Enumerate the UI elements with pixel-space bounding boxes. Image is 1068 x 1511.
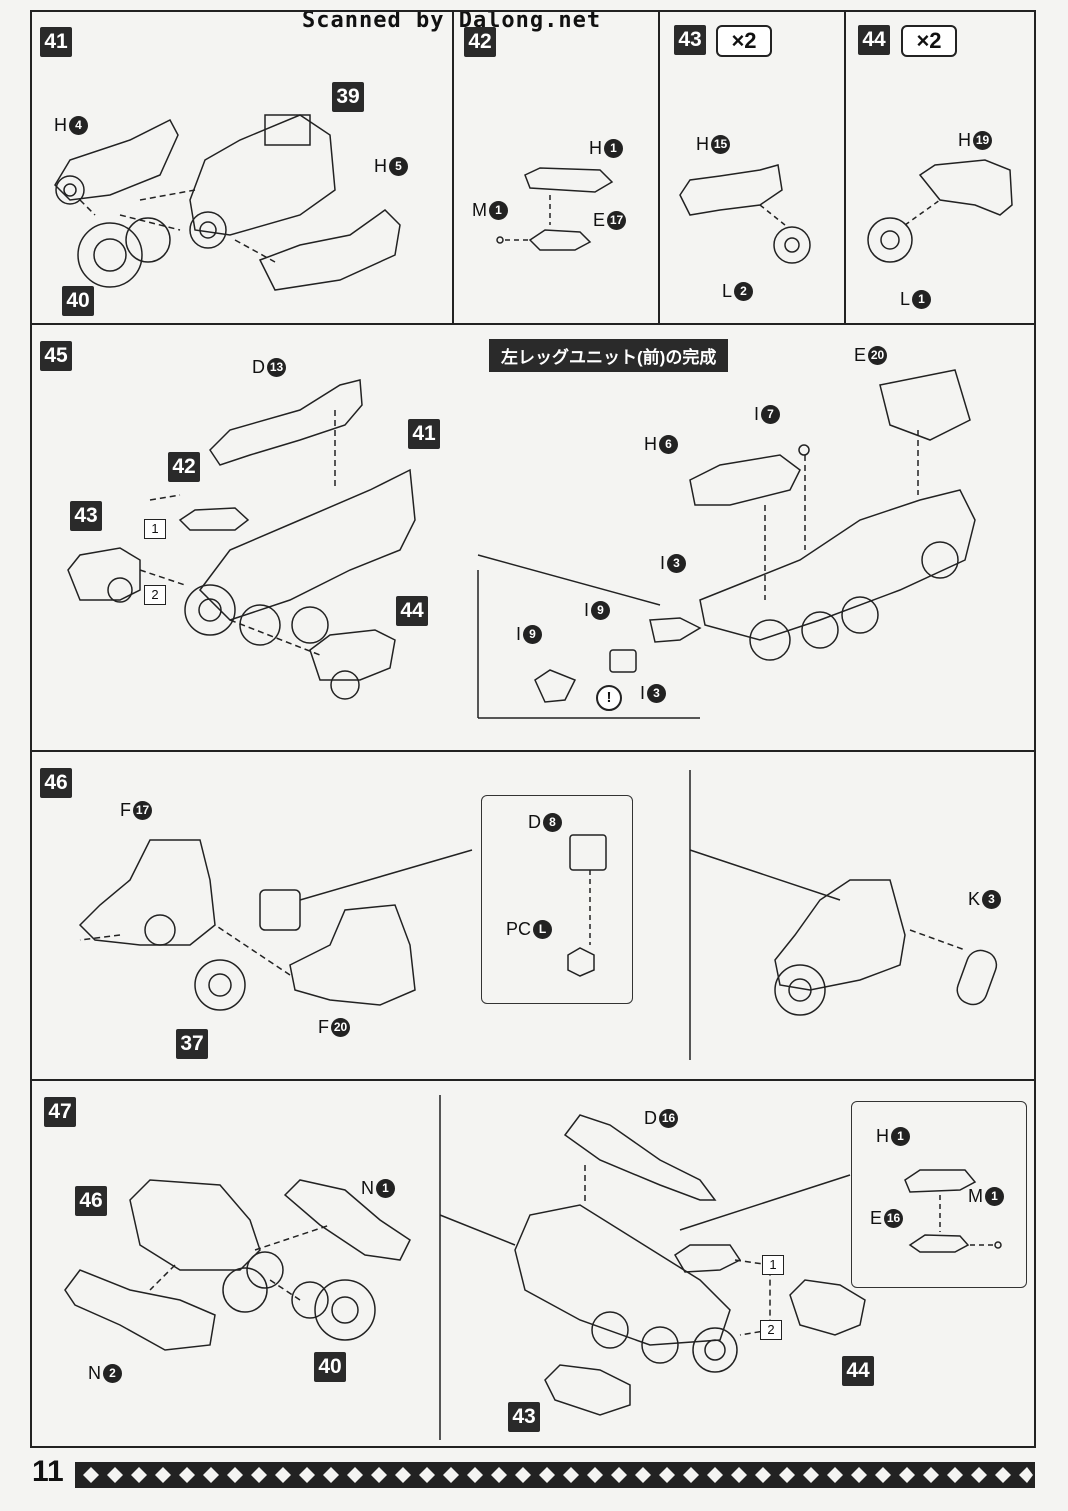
completion-banner: 左レッグユニット(前)の完成 [489,339,729,372]
ref-step-40-b: 40 [314,1352,346,1382]
ref-step-40: 40 [62,286,94,316]
ref-step-46: 46 [75,1186,107,1216]
page-frame [30,10,1036,1448]
ref-step-44-b: 44 [842,1356,874,1386]
step-number-46: 46 [40,768,72,798]
order-marker-2-b: 2 [760,1320,782,1340]
step-number-43: 43 [674,25,706,55]
step-number-47: 47 [44,1097,76,1127]
caution-icon: ! [596,685,622,711]
step-number-44: 44 [858,25,890,55]
quantity-badge-43: ×2 [716,25,772,57]
row-divider-1 [30,323,1036,325]
page-number: 11 [32,1455,64,1488]
step-number-45: 45 [40,341,72,371]
step-number-41: 41 [40,27,72,57]
col-divider-42-43 [658,10,660,323]
row-divider-2 [30,750,1036,752]
detail-box-d8-pc [481,795,633,1004]
col-divider-41-42 [452,10,454,323]
quantity-badge-44: ×2 [901,25,957,57]
ref-step-44: 44 [396,596,428,626]
ref-step-37: 37 [176,1029,208,1059]
order-marker-1: 1 [144,519,166,539]
ref-step-41: 41 [408,419,440,449]
row-divider-3 [30,1079,1036,1081]
detail-box-step47 [851,1101,1027,1288]
ref-step-39: 39 [332,82,364,112]
scanner-credit: Scanned by Dalong.net [302,8,602,33]
ref-step-42: 42 [168,452,200,482]
order-marker-1-b: 1 [762,1255,784,1275]
ref-step-43: 43 [70,501,102,531]
ref-step-43-b: 43 [508,1402,540,1432]
step-number-42: 42 [464,27,496,57]
order-marker-2: 2 [144,585,166,605]
col-divider-43-44 [844,10,846,323]
decorative-border-strip [75,1462,1035,1488]
